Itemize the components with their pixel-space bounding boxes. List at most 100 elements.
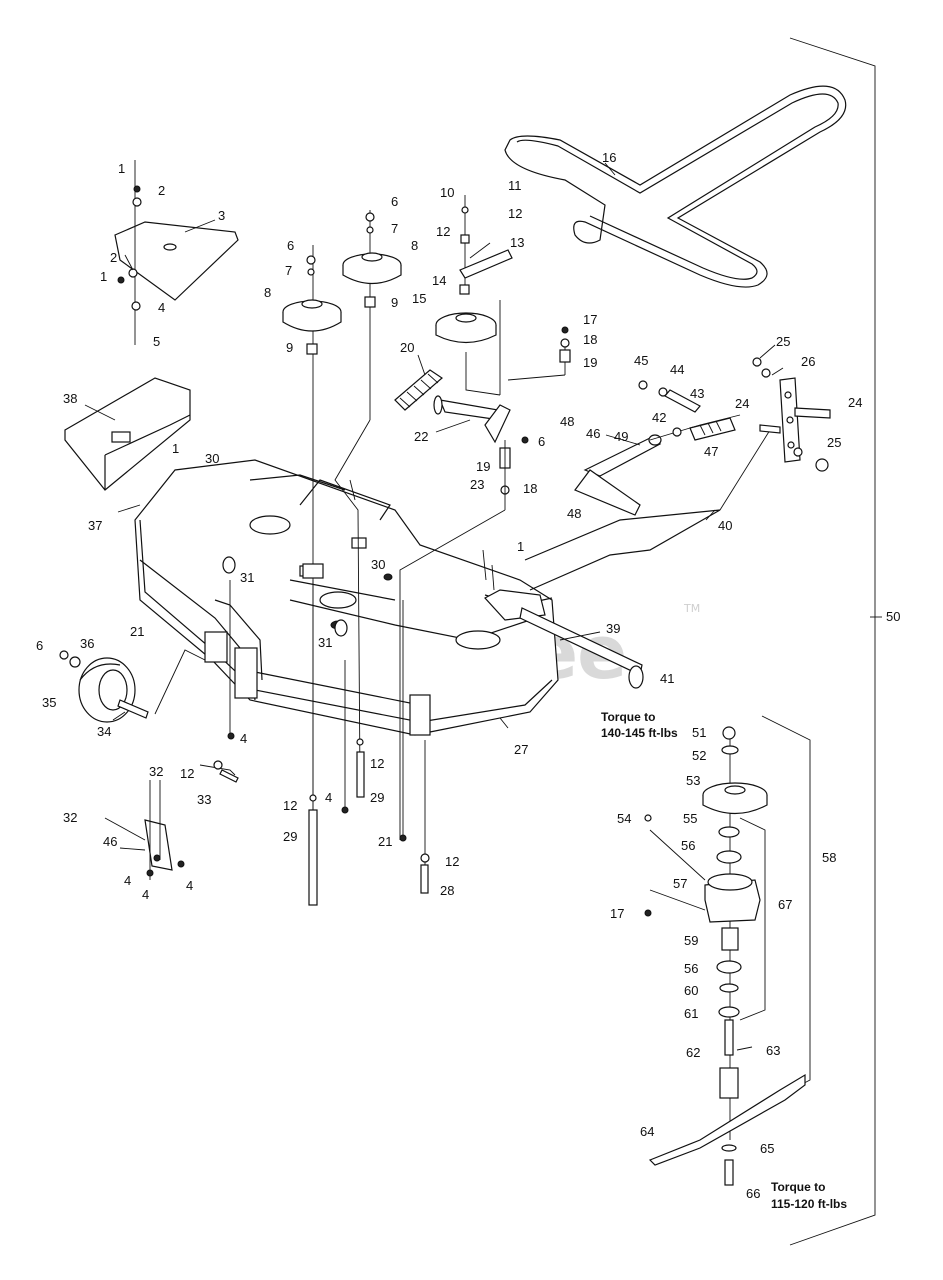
callout-65: 65	[760, 1141, 774, 1156]
callout-25: 25	[776, 334, 790, 349]
callout-28: 28	[440, 883, 454, 898]
callout-42: 42	[652, 410, 666, 425]
tension-spring	[394, 369, 443, 411]
callout-66: 66	[746, 1186, 760, 1201]
wheel-bracket	[104, 780, 185, 880]
callout-2: 2	[158, 183, 165, 198]
callout-33: 33	[197, 792, 211, 807]
callout-20: 20	[400, 340, 414, 355]
callout-53: 53	[686, 773, 700, 788]
callout-12: 12	[283, 798, 297, 813]
callout-19: 19	[583, 355, 597, 370]
callout-54: 54	[617, 811, 631, 826]
callout-8: 8	[411, 238, 418, 253]
callout-6: 6	[287, 238, 294, 253]
callout-16: 16	[602, 150, 616, 165]
callout-51: 51	[692, 725, 706, 740]
callout-18: 18	[583, 332, 597, 347]
callout-4: 4	[124, 873, 131, 888]
spindle-assembly	[644, 715, 811, 1186]
callout-12: 12	[436, 224, 450, 239]
callout-67: 67	[778, 897, 792, 912]
callout-46: 46	[103, 834, 117, 849]
callout-9: 9	[286, 340, 293, 355]
callout-4: 4	[325, 790, 332, 805]
callout-30: 30	[205, 451, 219, 466]
mower-deck	[134, 459, 559, 736]
torque-note-lower-line1: Torque to	[771, 1180, 825, 1194]
leader-lines	[84, 162, 882, 851]
callout-38: 38	[63, 391, 77, 406]
lift-lever	[524, 380, 771, 591]
assembly-50-bracket	[789, 37, 876, 1246]
callout-2: 2	[110, 250, 117, 265]
callout-11: 11	[508, 178, 522, 193]
callout-52: 52	[692, 748, 706, 763]
pulley-center	[334, 210, 402, 781]
callout-19: 19	[476, 459, 490, 474]
height-link	[752, 357, 831, 472]
callout-29: 29	[283, 829, 297, 844]
torque-note-upper-line2: 140-145 ft-lbs	[601, 726, 678, 740]
callout-58: 58	[822, 850, 836, 865]
callout-3: 3	[218, 208, 225, 223]
callout-8: 8	[264, 285, 271, 300]
callout-24: 24	[735, 396, 749, 411]
callout-40: 40	[718, 518, 732, 533]
callout-48: 48	[567, 506, 581, 521]
callout-25: 25	[827, 435, 841, 450]
torque-note-upper-line1: Torque to	[601, 710, 655, 724]
callout-22: 22	[414, 429, 428, 444]
callout-12: 12	[180, 766, 194, 781]
callout-62: 62	[686, 1045, 700, 1060]
bolt-lines	[199, 556, 430, 906]
callout-46: 46	[586, 426, 600, 441]
callout-31: 31	[318, 635, 332, 650]
callout-6: 6	[391, 194, 398, 209]
callout-24: 24	[848, 395, 862, 410]
callout-34: 34	[97, 724, 111, 739]
torque-note-lower-line2: 115-120 ft-lbs	[771, 1197, 847, 1211]
callout-5: 5	[153, 334, 160, 349]
callout-50: 50	[886, 609, 900, 624]
callout-39: 39	[606, 621, 620, 636]
callout-57: 57	[673, 876, 687, 891]
callout-27: 27	[514, 742, 528, 757]
callout-29: 29	[370, 790, 384, 805]
callout-56: 56	[684, 961, 698, 976]
callout-12: 12	[445, 854, 459, 869]
callout-59: 59	[684, 933, 698, 948]
idler-bracket-3	[114, 160, 239, 345]
callout-4: 4	[158, 300, 165, 315]
callout-43: 43	[690, 386, 704, 401]
callout-35: 35	[42, 695, 56, 710]
callout-55: 55	[683, 811, 697, 826]
callout-32: 32	[63, 810, 77, 825]
discharge-deflector	[64, 377, 191, 491]
callout-6: 6	[538, 434, 545, 449]
callout-41: 41	[660, 671, 674, 686]
callout-4: 4	[240, 731, 247, 746]
pivot-shaft	[519, 607, 644, 689]
callout-1: 1	[172, 441, 179, 456]
callout-15: 15	[412, 291, 426, 306]
callout-10: 10	[440, 185, 454, 200]
callout-12: 12	[370, 756, 384, 771]
callout-1: 1	[100, 269, 107, 284]
callout-17: 17	[610, 906, 624, 921]
drive-belt	[504, 85, 847, 288]
callout-45: 45	[634, 353, 648, 368]
callout-37: 37	[88, 518, 102, 533]
callout-48: 48	[560, 414, 574, 429]
pulley-left	[282, 245, 342, 820]
callout-4: 4	[186, 878, 193, 893]
callout-17: 17	[583, 312, 597, 327]
gauge-wheel	[59, 649, 206, 723]
callout-60: 60	[684, 983, 698, 998]
callout-numbers: 1 2 3 2 1 4 5 6 7 8 9 6 7 8 9 10 11 12 1…	[36, 150, 900, 1201]
callout-21: 21	[378, 834, 392, 849]
watermark-trademark: TM	[683, 602, 700, 615]
callout-26: 26	[801, 354, 815, 369]
callout-49: 49	[614, 429, 628, 444]
callout-14: 14	[432, 273, 446, 288]
